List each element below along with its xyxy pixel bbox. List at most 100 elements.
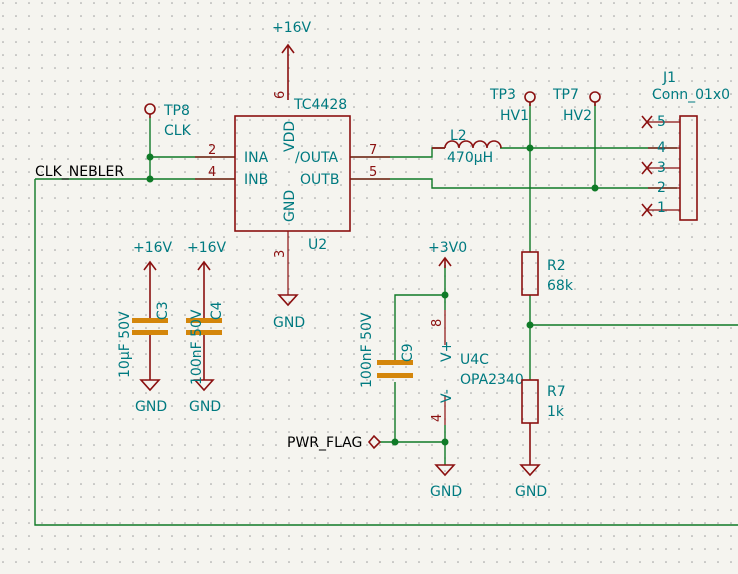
r7-resistor[interactable]: R7 1k GND: [515, 379, 566, 500]
u4c-opamp-power[interactable]: 8 4 V+ V- U4C OPA2340: [430, 310, 524, 425]
u4c-pin-num-8: 8: [430, 319, 445, 327]
wire-outb[interactable]: [350, 178, 677, 189]
c9-value: 100nF 50V: [359, 312, 375, 388]
pwr-flag[interactable]: PWR_FLAG: [287, 434, 382, 451]
no-connect-icon: [641, 161, 653, 175]
gnd-u4c[interactable]: GND: [430, 464, 462, 500]
c4-value: 100nF 50V: [189, 309, 205, 385]
pwr-flag-icon: [367, 434, 382, 450]
l2-ref: L2: [450, 128, 467, 144]
tp7[interactable]: TP7 HV2: [552, 87, 601, 124]
r2-resistor[interactable]: R2 68k: [521, 251, 574, 296]
u4c-value: OPA2340: [460, 372, 524, 388]
junction-pwr-flag-c9: [391, 438, 399, 446]
capacitor-plate-icon: [377, 360, 413, 365]
u2-ref: U2: [308, 237, 327, 253]
capacitor-plate-icon: [186, 318, 222, 323]
c3-capacitor[interactable]: +16V C3 10µF 50V GND: [117, 240, 173, 415]
gnd-u2[interactable]: GND: [273, 294, 305, 331]
u2-pin-inb: INB: [244, 172, 268, 188]
r2-value: 68k: [547, 278, 574, 294]
u2-pin-outa: /OUTA: [295, 150, 338, 166]
junction-clk: [146, 175, 154, 183]
u4c-ref: U4C: [460, 352, 489, 368]
u2-tc4428[interactable]: 2 4 7 5 6 3 INA INB /OUTA OUTB VDD GND T…: [195, 91, 390, 295]
u2-pin-num-2: 2: [208, 143, 216, 158]
junction-tp8: [146, 153, 154, 161]
u4c-pin-vminus: V-: [439, 389, 455, 403]
c3-power-label: +16V: [133, 240, 173, 256]
u2-body: [234, 115, 351, 232]
j1-pin-num-2: 2: [657, 180, 666, 196]
wires: [34, 103, 738, 526]
tp3[interactable]: TP3 HV1: [489, 87, 536, 124]
u4c-pin-num-4: 4: [430, 414, 445, 422]
power-16v-top[interactable]: +16V: [272, 20, 312, 100]
j1-pin-num-1: 1: [657, 200, 666, 216]
c4-ref: C4: [209, 301, 225, 320]
j1-pin-num-5: 5: [657, 114, 666, 130]
ground-icon: [434, 464, 456, 477]
ground-icon: [193, 379, 215, 392]
j1-ref: J1: [662, 70, 676, 86]
ground-icon: [139, 379, 161, 392]
r2-ref: R2: [547, 258, 566, 274]
j1-pin-num-3: 3: [657, 160, 666, 176]
capacitor-plate-icon: [377, 373, 413, 378]
gnd-r7-label: GND: [515, 484, 547, 500]
c3-ref: C3: [155, 301, 171, 320]
power-arrow-icon: [438, 256, 452, 267]
capacitor-plate-icon: [132, 318, 168, 323]
c4-power-label: +16V: [187, 240, 227, 256]
u4c-pin-vplus: V+: [439, 341, 455, 362]
c9-capacitor[interactable]: C9 100nF 50V: [359, 312, 416, 388]
power-16v-label: +16V: [272, 20, 312, 36]
junction-hv1: [526, 144, 534, 152]
no-connect-icon: [641, 203, 653, 217]
u2-pin-outb: OUTB: [300, 172, 339, 188]
j1-connector[interactable]: 5 4 3 2 1 J1 Conn_01x0: [641, 70, 730, 221]
inductor-icon: [444, 140, 502, 149]
ground-icon: [519, 464, 541, 477]
wire-c9-top[interactable]: [394, 294, 445, 360]
resistor-icon: [521, 251, 539, 296]
c3-value: 10µF 50V: [117, 311, 133, 378]
u2-pin-gnd: GND: [282, 190, 298, 222]
tp7-ref: TP7: [552, 87, 579, 103]
capacitor-plate-icon: [132, 330, 168, 335]
j1-value: Conn_01x0: [652, 87, 730, 103]
wire-clk-nebler-return[interactable]: [34, 179, 738, 526]
no-connect-icon: [641, 115, 653, 129]
gnd-u2-label: GND: [273, 315, 305, 331]
junction-divider: [526, 321, 534, 329]
u2-pin-vdd: VDD: [282, 121, 298, 152]
c9-ref: C9: [400, 343, 416, 362]
junction-pwr-flag-u4c: [441, 438, 449, 446]
pwr-flag-label: PWR_FLAG: [287, 435, 362, 451]
gnd-u4c-label: GND: [430, 484, 462, 500]
junctions: [146, 144, 599, 446]
gnd-c4-label: GND: [189, 399, 221, 415]
power-3v0-label: +3V0: [428, 240, 467, 256]
u2-pin-num-7: 7: [369, 143, 377, 158]
j1-pin-num-4: 4: [657, 140, 666, 156]
power-arrow-icon: [281, 43, 295, 54]
l2-value: 470µH: [447, 150, 493, 166]
power-arrow-icon: [143, 260, 157, 271]
u2-pin-num-3: 3: [273, 250, 288, 258]
tp7-value: HV2: [563, 108, 592, 124]
tp8[interactable]: TP8 CLK: [144, 103, 192, 139]
u2-value: TC4428: [293, 97, 347, 113]
junction-hv2: [591, 184, 599, 192]
tp3-ref: TP3: [489, 87, 516, 103]
c4-capacitor[interactable]: +16V C4 100nF 50V GND: [186, 240, 227, 415]
net-label-clk-nebler[interactable]: CLK_NEBLER: [35, 164, 124, 180]
power-arrow-icon: [197, 260, 211, 271]
u2-pin-num-5: 5: [369, 165, 377, 180]
r7-value: 1k: [547, 404, 565, 420]
gnd-c3-label: GND: [135, 399, 167, 415]
l2-inductor[interactable]: L2 470µH: [432, 128, 502, 166]
power-3v0[interactable]: +3V0: [428, 240, 467, 268]
tp8-value: CLK: [164, 123, 192, 139]
